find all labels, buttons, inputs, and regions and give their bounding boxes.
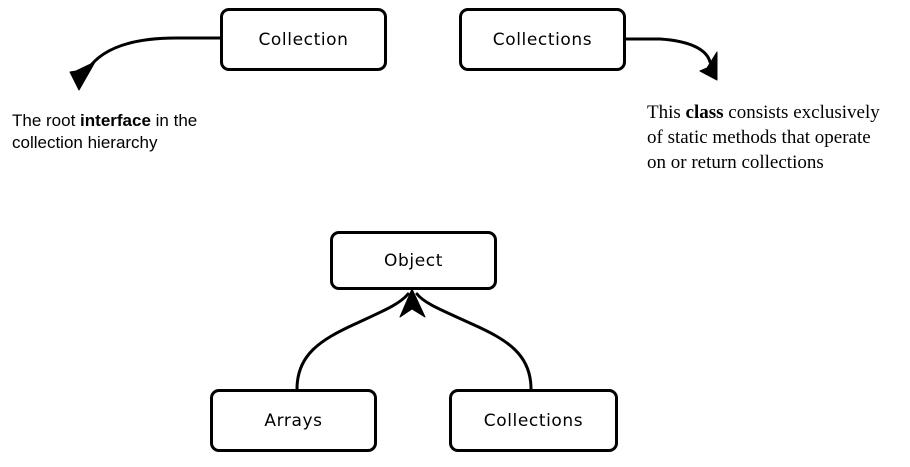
annotation-line-1: This class consists exclusively [647, 100, 907, 125]
node-object[interactable]: Object [330, 231, 497, 290]
node-collections-class[interactable]: Collections [459, 8, 626, 71]
arrowhead-class-note [699, 51, 718, 81]
annotation-class-note: This class consists exclusively of stati… [647, 100, 907, 175]
annotation-interface-note: The root interface in the collection hie… [12, 110, 252, 154]
annotation-line-3: on or return collections [647, 152, 824, 173]
node-label: Collections [483, 410, 584, 431]
annotation-text: in the [150, 111, 198, 130]
connector-collections-to-class-note [624, 37, 712, 64]
node-label: Arrays [264, 410, 323, 431]
annotation-line-2: collection hierarchy [12, 133, 158, 152]
node-collection-interface[interactable]: Collection [220, 8, 387, 71]
annotation-line-1: The root interface in the [12, 110, 252, 132]
connector-arrays-to-object [295, 292, 410, 391]
annotation-text: The root [12, 111, 81, 130]
annotation-text: This [647, 102, 686, 123]
annotation-line-2: of static methods that operate [647, 127, 871, 148]
annotation-text: consists exclusively [723, 102, 880, 123]
node-label: Object [384, 250, 443, 271]
arrowhead-object-inheritance [399, 288, 426, 318]
connector-collection-to-interface-note [86, 36, 222, 71]
node-label: Collection [258, 29, 349, 50]
annotation-emphasis: class [685, 102, 724, 123]
node-arrays[interactable]: Arrays [210, 389, 377, 452]
connector-collections-to-object [415, 292, 533, 391]
node-collections-subclass[interactable]: Collections [449, 389, 618, 452]
arrowhead-interface-note [69, 61, 96, 91]
annotation-emphasis: interface [80, 111, 151, 130]
node-label: Collections [492, 29, 593, 50]
